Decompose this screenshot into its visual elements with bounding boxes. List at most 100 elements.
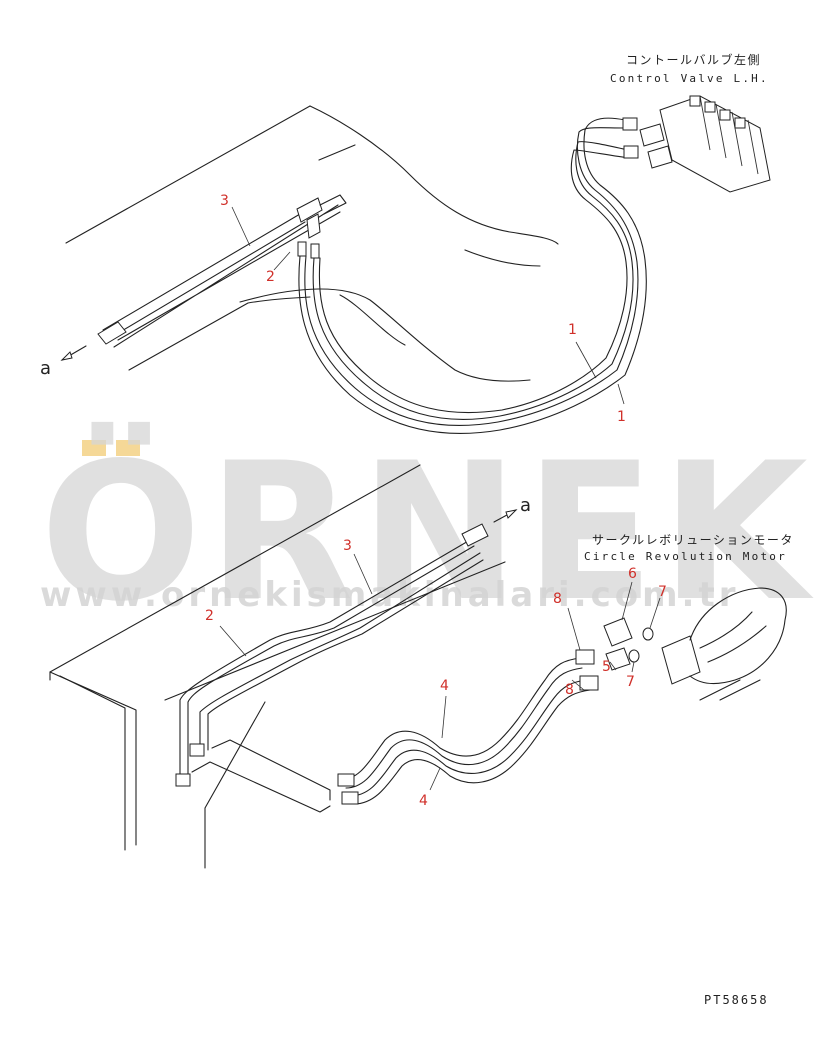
callout-bottom-7b: 7 [626, 674, 635, 690]
tube-pair [102, 204, 341, 348]
leader-bottom-8a [567, 607, 581, 651]
frame-top-edge [49, 464, 421, 673]
callout-top-1a: 1 [568, 322, 577, 338]
tube-elbow-bottom-2 [189, 743, 205, 757]
fitting-right [310, 243, 320, 259]
callout-bottom-3: 3 [343, 538, 352, 554]
motor-label-en: Circle Revolution Motor [584, 550, 787, 563]
callout-bottom-8b: 8 [565, 682, 574, 698]
frame-curve [309, 105, 559, 245]
valve-adapter-upper [639, 123, 665, 147]
control-valve-label-jp: コントールバルブ左側 [626, 52, 761, 67]
hose-1-outer [298, 117, 647, 434]
leader-bottom-3 [353, 553, 373, 595]
frame-arch-inner [339, 294, 406, 346]
leader-bottom-4b [429, 767, 441, 791]
callout-bottom-2: 2 [205, 608, 214, 624]
valve-port-3 [719, 109, 731, 121]
callout-top-2: 2 [266, 269, 275, 285]
tube-3-outer [199, 552, 481, 753]
leader-bottom-7a [649, 597, 661, 629]
watermark-url: www.ornekismakinalari.com.tr [40, 575, 739, 615]
hose-fitting-upper [622, 117, 638, 131]
fitting-8-upper [575, 649, 595, 665]
hose-1-inner-2 [318, 149, 631, 414]
leader-top-1a [575, 341, 597, 379]
hose-4-inner [349, 679, 587, 797]
callout-bottom-7a: 7 [658, 584, 667, 600]
circle-revolution-motor [661, 587, 787, 701]
frame-tick [318, 144, 356, 161]
fitting-left [297, 241, 307, 257]
leader-bottom-7b [631, 661, 635, 673]
callout-bottom-4b: 4 [419, 793, 428, 809]
callout-bottom-8a: 8 [553, 591, 562, 607]
watermark-umlaut-right [116, 440, 140, 456]
leader-bottom-6 [621, 581, 633, 621]
tube-clamp-end [97, 321, 127, 345]
tube-stub [319, 194, 347, 215]
frame-side-edge [49, 671, 137, 846]
leader-bottom-2 [219, 625, 247, 657]
hose-1-inner [312, 141, 634, 421]
tube-elbow [306, 213, 321, 239]
callout-bottom-6: 6 [628, 566, 637, 582]
motor-base [699, 679, 761, 701]
hose-4-outer [339, 657, 581, 781]
frame-edge-upper [65, 105, 311, 244]
tube-block [296, 197, 323, 223]
fitting-8-lower [579, 675, 599, 691]
leader-bottom-8b [571, 679, 585, 691]
control-valve-label-en: Control Valve L.H. [610, 72, 769, 85]
valve-port-1 [689, 95, 701, 107]
valve-sections [699, 95, 759, 175]
tube-elbow-bottom-1 [175, 773, 191, 787]
callout-top-1b: 1 [617, 409, 626, 425]
watermark: ÖRNEK www.ornekismakinalari.com.tr [40, 421, 808, 643]
frame-inner-edge [49, 671, 126, 851]
control-valve [639, 95, 771, 193]
hose-1-outer-2 [304, 127, 639, 426]
tube-clamp-end-bottom [461, 523, 489, 547]
frame-arch [239, 288, 531, 382]
motor-housing [689, 587, 787, 685]
ref-arrowhead-bottom [505, 509, 518, 519]
frame-post [204, 701, 266, 869]
tube-2-outer [179, 539, 471, 781]
valve-port-2 [704, 101, 716, 113]
ref-letter-top: a [40, 358, 51, 379]
leader-top-1b [617, 383, 625, 405]
valve-port-4 [734, 117, 746, 129]
leader-bottom-4a [441, 695, 447, 739]
ref-letter-bottom: a [520, 495, 531, 516]
frame-edge-lower [128, 296, 311, 371]
fitting-6-elbow [603, 617, 633, 647]
motor-flange [661, 635, 701, 685]
hose-end-fitting-2 [341, 791, 359, 805]
o-ring-7-upper [642, 627, 654, 641]
hose-fitting-lower [623, 145, 639, 159]
leader-top-3 [231, 206, 251, 247]
callout-top-3: 3 [220, 193, 229, 209]
leader-bottom-5 [609, 661, 617, 671]
hose-end-fitting-1 [337, 773, 355, 787]
bottom-view: a サークルレボリューションモータ Circle Revolution Moto… [49, 464, 794, 869]
hose-4-outer-2 [345, 667, 583, 789]
valve-adapter-lower [647, 145, 673, 169]
hose-4-inner-2 [353, 689, 591, 805]
frame-lower-curve [464, 249, 541, 267]
tube-3-inner [207, 559, 484, 751]
callout-bottom-5: 5 [602, 659, 611, 675]
frame-mid-edge [164, 561, 506, 701]
callout-bottom-4a: 4 [440, 678, 449, 694]
tube-2-inner [187, 545, 475, 779]
tube-bracket [191, 739, 331, 813]
o-ring-7-lower [628, 649, 640, 663]
watermark-umlaut-left [82, 440, 106, 456]
drawing-code: PT58658 [704, 993, 769, 1007]
top-view: a コントールバルブ左側 Control Valve L.H. 3 2 1 1 [40, 52, 771, 434]
motor-contour [699, 611, 767, 663]
motor-label-jp: サークルレボリューションモータ [592, 533, 794, 547]
ref-arrowhead-top [60, 351, 73, 361]
